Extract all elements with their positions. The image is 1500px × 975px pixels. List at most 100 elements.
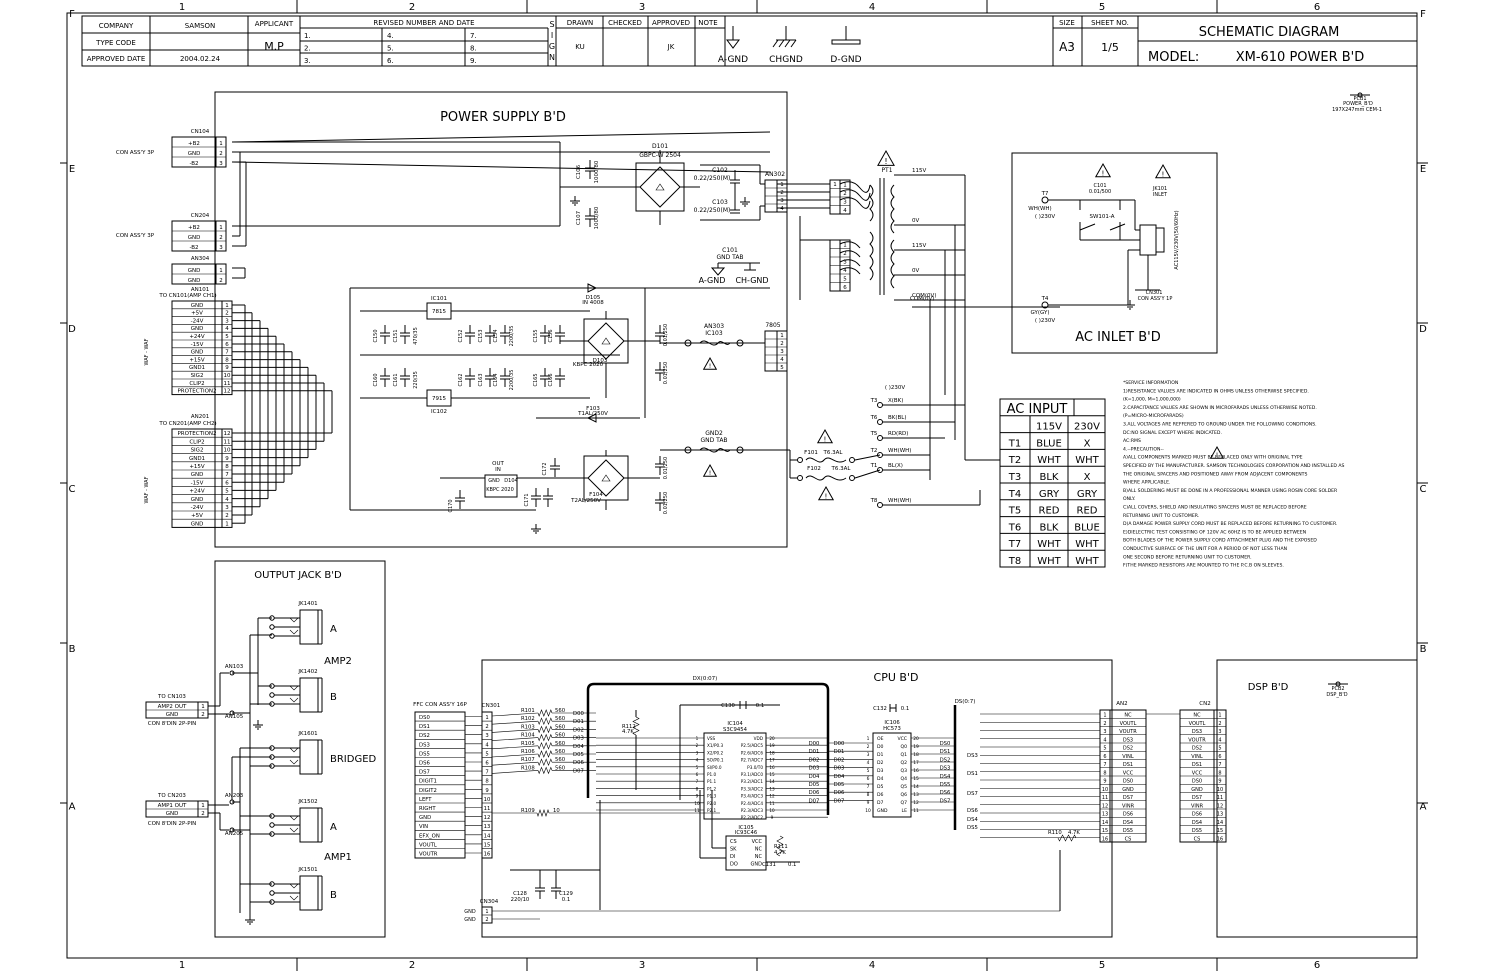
grid-row-right: A [1420,802,1427,813]
fuse-terminal [736,446,744,454]
ic-pin-label: P3.0/T0 [747,765,763,770]
label: CN301 [1146,290,1163,296]
connector-pin-label: DS0 [1192,779,1202,785]
label: AC115V/230V(50/60Hz) [1174,210,1180,269]
pin-number: 14 [1102,820,1108,826]
label: AN2 [1116,701,1127,707]
label: 0.22/250(M) [694,175,731,182]
connector-pin-label: GND [191,326,204,332]
jack-label: A [330,624,337,635]
pin-number: 1 [843,243,847,249]
label: CN104 [191,129,210,135]
pin-number: 4 [843,208,847,214]
connector-pin-label: +24V [189,489,205,495]
net-label: D00 [809,741,820,747]
label: F103 [586,406,600,412]
ic-pin-number: 19 [913,744,919,750]
ffc-pin-label: DS3 [419,742,430,748]
ffc-pin-label: RIGHT [419,806,436,812]
ic-pin-label: P2.4/ADC4 [741,801,764,806]
label: 220/35 [413,371,419,389]
secondary-wire [839,181,871,193]
ic-pin-label: P2.7/ADC7 [741,758,764,763]
net-label: D03 [573,736,584,742]
wire-color-label: X(BK) [888,398,903,404]
pin-number: 1 [843,183,847,189]
label: 6. [387,57,394,65]
label: 2004.02.24 [180,55,221,63]
label: APPROVED [652,19,690,27]
jack-contact [289,895,299,901]
pin-number: 7 [485,770,488,776]
pin-number: 12 [224,431,231,437]
ic-pin-number: 1 [867,736,870,742]
label: IN [495,467,501,473]
bridge-outline [583,318,629,364]
label: 0.1 [788,862,796,868]
ic-pin-number: 6 [696,772,699,777]
diode-symbol [586,413,597,423]
ic-pin-number: 10 [865,808,871,814]
ffc-pin-label: VOUTL [419,842,437,848]
label: DS7 [967,791,978,797]
connector-pin-label: AMP2 OUT [158,704,187,710]
label: COM(0V) [912,293,936,299]
connector-pin-label: +5V [191,311,203,317]
grid-row-right: E [1420,164,1426,175]
label: T2AL/250V [570,498,601,504]
pin-number-column [215,136,227,168]
jack-contact [289,883,299,889]
ic-pin-number: 14 [769,779,775,784]
ic-pin-number: 10 [694,801,700,806]
net-label: D00 [573,711,584,717]
note-line: DC:NO SIGNAL EXCEPT WHERE INDICATED. [1123,430,1222,436]
wire-color-label: WH(WH) [888,448,911,454]
wire-terminal-ref: T2 [870,448,878,454]
label: GND [464,909,476,915]
label: C171 [524,493,530,506]
pin-number: 9 [1218,779,1221,785]
net-label: D01 [573,719,584,725]
transformer-winding [869,231,874,281]
pin-number: 3 [225,318,229,324]
pin-number: 1 [780,333,784,339]
net-label: DS2 [940,757,951,763]
net-label: D03 [834,766,845,772]
cap-ref: C163 [478,373,484,386]
ic-pin-number: 6 [867,776,870,782]
transformer-winding [890,184,895,234]
label: AN205 [225,831,244,837]
connector-pin-label: GND1 [189,365,205,371]
fuse-terminal [797,475,803,481]
grid-row-left: E [69,164,75,175]
pin-number: 8 [225,357,229,363]
wire [784,39,791,48]
label: COM(0V) [910,296,934,302]
pin-number: 5 [780,365,784,371]
label: AN105 [225,714,244,720]
pin-number: 1 [201,803,205,809]
label: D105 [586,295,601,301]
ground-label: CHGND [769,55,803,65]
connector-pin-label: CS [1125,836,1132,842]
fuse-terminal [684,446,692,454]
net-label: D05 [834,782,845,788]
table-cell: BLK [1040,522,1059,533]
ic-pin-label: DI [730,854,735,860]
note-line: WHERE APPLICABLE. [1123,480,1170,486]
diode-symbol [601,337,611,345]
power-board-outline [214,91,788,548]
ic-pin-label: P2.2/ADC2 [741,815,764,820]
label: 0.1 [562,897,570,903]
resistor-value: 560 [555,757,566,763]
fuse-symbol [699,447,731,453]
data-bus [586,682,830,815]
warning-icon [1209,445,1225,459]
ic-pin-number: 8 [696,786,699,791]
label: C130 [721,703,735,709]
label: GND2 [705,430,723,437]
ffc-pin-label: DS7 [419,770,430,776]
fuse-symbol [805,475,847,481]
resistor-value: 560 [555,733,566,739]
connector-pin-label: +15V [189,464,205,470]
